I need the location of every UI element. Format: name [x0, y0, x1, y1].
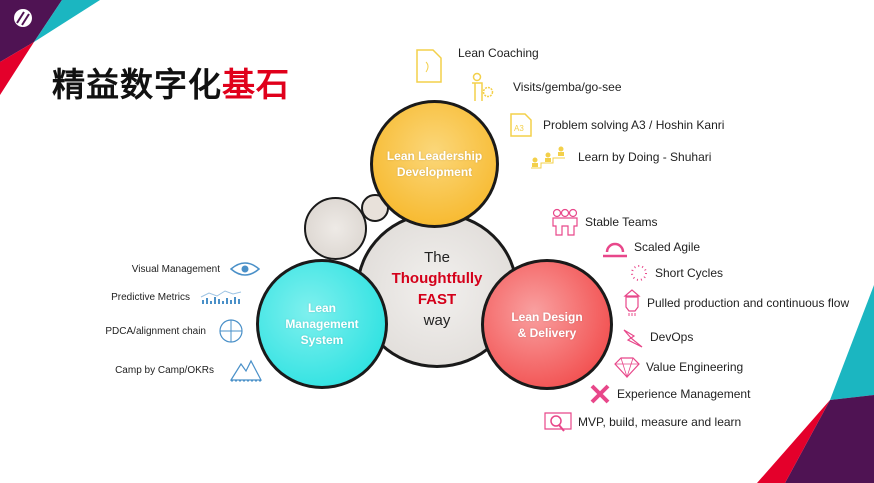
center-the: The: [424, 249, 450, 266]
delivery-item-label: DevOps: [650, 330, 694, 344]
delivery-circle: Lean Design& Delivery: [481, 259, 613, 390]
delivery-item: Stable Teams: [551, 208, 658, 236]
corner-teal-bottom: [830, 285, 874, 400]
page-title: 精益数字化基石: [52, 58, 290, 106]
leadership-item: Learn by Doing - Shuhari: [530, 144, 711, 170]
bar-chart-icon: [200, 290, 242, 304]
logo-icon: [14, 9, 32, 27]
team-icon: [552, 208, 578, 236]
management-item-label: Predictive Metrics: [111, 291, 190, 303]
corner-teal-top: [34, 0, 100, 42]
people-steps-icon: [531, 146, 565, 169]
delivery-item: Scaled Agile: [602, 236, 700, 258]
management-label-2: Management: [285, 317, 359, 331]
management-item-label: Camp by Camp/OKRs: [115, 364, 214, 376]
delivery-item-label: Scaled Agile: [634, 240, 701, 254]
management-item: PDCA/alignment chain: [105, 318, 244, 344]
diamond-icon: [614, 357, 640, 378]
delivery-item: Value Engineering: [614, 356, 743, 378]
management-item: Camp by Camp/OKRs: [115, 358, 262, 382]
eye-icon: [230, 262, 260, 276]
small-bubble: [304, 197, 367, 260]
leadership-label-2: Development: [396, 165, 473, 179]
delivery-item-label: Value Engineering: [646, 360, 744, 374]
agile-loop-icon: [603, 242, 627, 258]
delivery-item-label: Pulled production and continuous flow: [647, 296, 850, 310]
leadership-label-1: Lean Leadership: [386, 149, 483, 163]
management-item-label: Visual Management: [131, 263, 220, 275]
management-item: Predictive Metrics: [111, 289, 242, 305]
magnifier-icon: [544, 412, 572, 432]
corner-purple-top: [0, 0, 62, 62]
pencil-ruler-icon: [590, 384, 610, 404]
corner-red-bottom: [757, 400, 830, 483]
dotted-cycle-icon: [631, 265, 647, 281]
title-black: 精益数字化: [52, 65, 222, 104]
a3-document-icon: A3: [510, 113, 532, 137]
leadership-item: A3 Problem solving A3 / Hoshin Kanri: [509, 112, 724, 138]
corner-red-top: [0, 42, 34, 95]
delivery-item: DevOps: [622, 326, 693, 348]
person-gear-icon: [472, 72, 494, 101]
delivery-item: MVP, build, measure and learn: [544, 410, 741, 434]
center-way: way: [423, 312, 451, 329]
svg-text:A3: A3: [514, 124, 524, 133]
delivery-item: Pulled production and continuous flow: [623, 289, 849, 317]
center-fast: FAST: [417, 291, 457, 308]
delivery-item: Experience Management: [589, 383, 750, 405]
delivery-label-1: Lean Design: [511, 309, 583, 324]
lightning-icon: [623, 329, 643, 348]
delivery-item-label: Experience Management: [617, 387, 751, 401]
delivery-label-2: & Delivery: [517, 325, 577, 340]
leadership-item-label: Visits/gemba/go-see: [513, 80, 622, 94]
delivery-item: Short Cycles: [629, 263, 723, 283]
leadership-item: Visits/gemba/go-see: [469, 72, 622, 102]
management-label-1: Lean: [307, 301, 336, 315]
delivery-item-label: MVP, build, measure and learn: [578, 415, 742, 429]
title-red: 基石: [222, 65, 290, 104]
leadership-item-label: Problem solving A3 / Hoshin Kanri: [543, 118, 725, 132]
funnel-icon: [623, 289, 641, 316]
management-item-label: PDCA/alignment chain: [105, 325, 206, 337]
leadership-item-label: Learn by Doing - Shuhari: [578, 150, 712, 164]
center-thoughtfully: Thoughtfully: [391, 270, 483, 287]
leadership-item-label: Lean Coaching: [458, 46, 539, 60]
management-label-3: System: [300, 333, 344, 347]
delivery-item-label: Stable Teams: [585, 215, 658, 229]
pdca-cycle-icon: [219, 319, 243, 343]
management-item: Visual Management: [132, 261, 260, 277]
leadership-item: Lean Coaching: [414, 46, 539, 84]
corner-purple-bottom: [785, 395, 874, 483]
delivery-item-label: Short Cycles: [655, 266, 724, 280]
document-coaching-icon: [416, 49, 442, 83]
mountain-icon: [230, 359, 262, 382]
